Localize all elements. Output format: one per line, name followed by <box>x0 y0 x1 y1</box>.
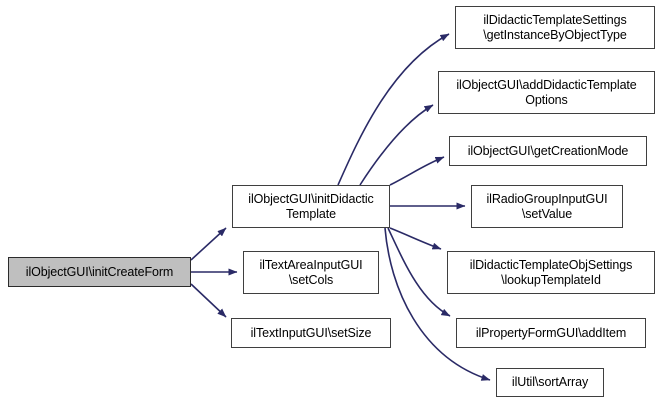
node-init-create-form[interactable]: ilObjectGUI\initCreateForm <box>8 257 191 287</box>
node-label: ilObjectGUI\addDidacticTemplate Options <box>456 77 637 107</box>
node-label: ilObjectGUI\initDidactic Template <box>248 191 374 221</box>
edge-init-didactic-template-to-didactic-template-obj-settings-lookup <box>389 227 442 250</box>
node-util-sort-array[interactable]: ilUtil\sortArray <box>496 368 604 397</box>
node-label: ilRadioGroupInputGUI \setValue <box>486 191 608 221</box>
node-add-didactic-template-options[interactable]: ilObjectGUI\addDidacticTemplate Options <box>438 71 655 114</box>
node-didactic-template-settings-get-instance[interactable]: ilDidacticTemplateSettings \getInstanceB… <box>455 6 655 49</box>
node-label: ilPropertyFormGUI\addItem <box>475 325 627 340</box>
node-label: ilDidacticTemplateObjSettings \lookupTem… <box>469 257 633 287</box>
node-label: ilTextInputGUI\setSize <box>250 325 372 340</box>
node-label: ilTextAreaInputGUI \setCols <box>259 257 363 287</box>
edge-init-create-form-to-init-didactic-template <box>190 227 227 261</box>
node-get-creation-mode[interactable]: ilObjectGUI\getCreationMode <box>449 136 647 166</box>
node-text-input-set-size[interactable]: ilTextInputGUI\setSize <box>231 318 391 348</box>
node-didactic-template-obj-settings-lookup[interactable]: ilDidacticTemplateObjSettings \lookupTem… <box>447 251 655 294</box>
edge-init-didactic-template-to-get-creation-mode <box>389 156 445 186</box>
node-label: ilDidacticTemplateSettings \getInstanceB… <box>483 12 627 42</box>
node-init-didactic-template[interactable]: ilObjectGUI\initDidactic Template <box>232 185 390 228</box>
node-radio-group-input-set-value[interactable]: ilRadioGroupInputGUI \setValue <box>471 185 623 228</box>
edge-init-create-form-to-text-input-set-size <box>190 283 227 318</box>
node-label: ilObjectGUI\initCreateForm <box>25 264 174 279</box>
node-label: ilObjectGUI\getCreationMode <box>467 143 629 158</box>
node-text-area-input-set-cols[interactable]: ilTextAreaInputGUI \setCols <box>243 251 379 294</box>
node-property-form-add-item[interactable]: ilPropertyFormGUI\addItem <box>456 318 646 348</box>
node-label: ilUtil\sortArray <box>511 375 589 389</box>
edge-init-didactic-template-to-didactic-template-settings-get-instance <box>337 33 450 186</box>
edge-init-didactic-template-to-property-form-add-item <box>387 227 451 317</box>
edge-init-didactic-template-to-add-didactic-template-options <box>359 104 434 186</box>
